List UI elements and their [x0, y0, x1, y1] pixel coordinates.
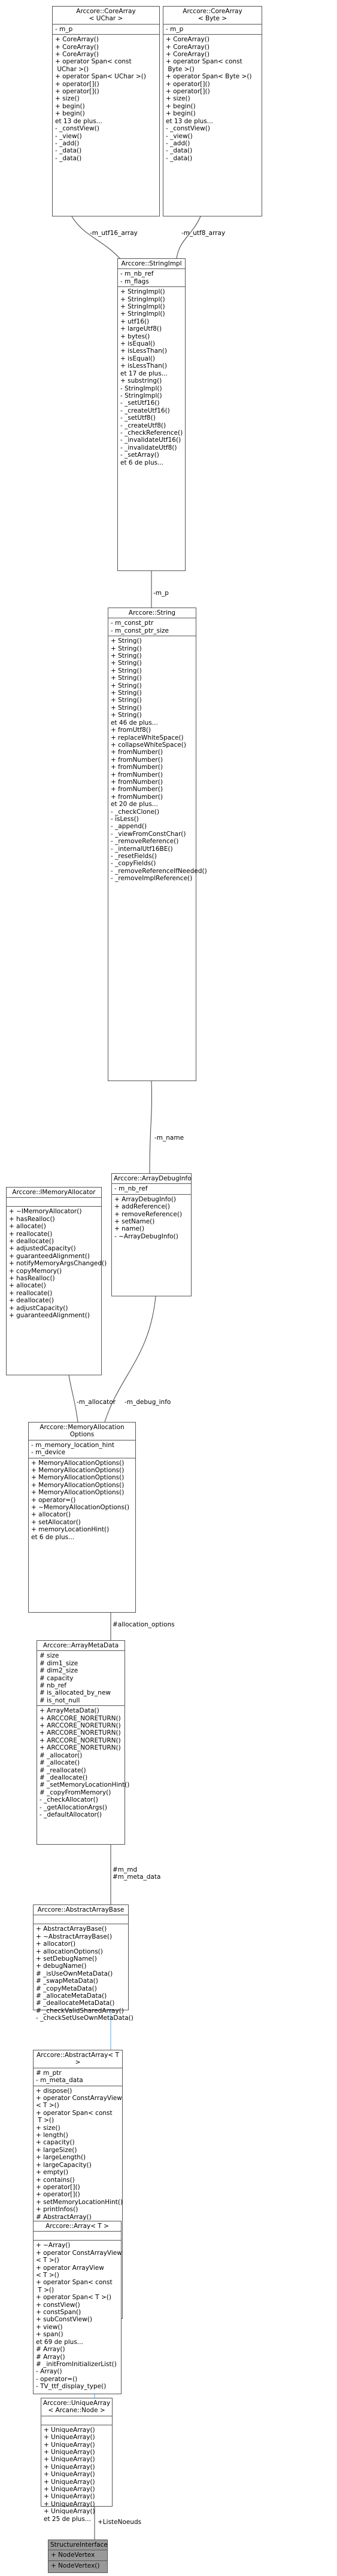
class-methods: + String() + String() + String() + Strin… [111, 637, 207, 883]
edge-m-utf16-array [71, 216, 125, 264]
class-attributes [7, 1198, 101, 1207]
class-methods: + NodeVertex() [51, 2562, 100, 2569]
class-string[interactable]: Arccore::String - m_const_ptr - m_const_… [108, 608, 207, 1081]
edge-label-m-name: -m_name [154, 1134, 184, 1142]
class-attributes: - m_p [53, 25, 159, 35]
class-methods: + CoreArray() + CoreArray() + CoreArray(… [166, 36, 252, 162]
edge-m-name [147, 1081, 153, 1181]
class-methods: + UniqueArray() + UniqueArray() + Unique… [44, 2426, 95, 2523]
class-attributes: - m_nb_ref - m_flags [118, 269, 185, 288]
class-uniquearray[interactable]: Arccore::UniqueArray < Arcane::Node > + … [41, 2398, 113, 2523]
edge-m-utf8-array [173, 216, 201, 266]
class-stringimpl[interactable]: Arccore::StringImpl - m_nb_ref - m_flags… [117, 258, 186, 571]
edge-m-allocator [68, 1375, 81, 1430]
class-title: Arccore::UniqueArray < Arcane::Node > [41, 2398, 112, 2416]
class-title: Arccore::AbstractArrayBase [34, 1905, 128, 1916]
class-structureinterface[interactable]: StructureInterface + NodeVertex + NodeVe… [48, 2540, 108, 2573]
class-methods: + ~Array() + operator ConstArrayView < T… [36, 2242, 122, 2391]
class-title: Arccore::CoreArray < UChar > [53, 7, 159, 25]
class-attributes: # size # dim1_size # dim2_size # capacit… [37, 1651, 125, 1707]
edge-label-listenoeuds: +ListeNoeuds [98, 2519, 142, 2526]
class-attributes: - m_nb_ref [112, 1184, 191, 1195]
class-methods: + ArrayDebugInfo() + addReference() + re… [114, 1195, 183, 1240]
class-title: Arccore::StringImpl [118, 259, 185, 270]
class-title: Arccore::ArrayDebugInfo [112, 1174, 192, 1185]
edge-label-allocation-options: #allocation_options [113, 1621, 175, 1628]
edge-label-m-utf8-array: -m_utf8_array [181, 230, 226, 237]
edge-label-m-allocator: -m_allocator [77, 1399, 116, 1406]
edge-label-m-md: #m_md #m_meta_data [113, 1866, 161, 1881]
class-methods: + ArrayMetaData() + ARCCORE_NORETURN() +… [40, 1707, 130, 1818]
class-arraydebuginfo[interactable]: Arccore::ArrayDebugInfo - m_nb_ref + Arr… [111, 1173, 192, 1296]
class-corearray-byte[interactable]: Arccore::CoreArray < Byte > - m_p + Core… [163, 6, 262, 216]
edge-label-m-utf16-array: -m_utf16_array [90, 230, 138, 237]
class-attributes [41, 2416, 112, 2425]
class-attributes: - m_const_ptr - m_const_ptr_size [108, 618, 196, 637]
class-arraymetadata[interactable]: Arccore::ArrayMetaData # size # dim1_siz… [37, 1640, 130, 1845]
class-attributes [34, 2232, 121, 2241]
class-abstractarraybase[interactable]: Arccore::AbstractArrayBase + AbstractArr… [33, 1904, 133, 2022]
edge-label-m-debug-info: -m_debug_info [125, 1399, 171, 1406]
class-title: Arccore::Array< T > [34, 2221, 121, 2232]
class-title: Arccore::CoreArray < Byte > [163, 7, 262, 25]
class-title: Arccore::MemoryAllocation Options [29, 1423, 135, 1440]
class-memoryallocationoptions[interactable]: Arccore::MemoryAllocation Options - m_me… [28, 1422, 136, 1613]
class-attributes: - m_memory_location_hint - m_device [29, 1440, 135, 1458]
class-title: Arccore::ArrayMetaData [37, 1641, 125, 1652]
class-attributes [34, 1915, 128, 1925]
class-attributes: # m_ptr - m_meta_data [34, 2068, 122, 2086]
class-title: Arccore::String [108, 608, 196, 619]
class-corearray-uchar[interactable]: Arccore::CoreArray < UChar > - m_p + Cor… [52, 6, 160, 216]
class-title: StructureInterface [48, 2540, 108, 2551]
class-methods: + StringImpl() + StringImpl() + StringIm… [120, 288, 183, 466]
class-title: Arccore::AbstractArray< T > [34, 2050, 122, 2068]
class-title: Arccore::IMemoryAllocator [7, 1188, 101, 1198]
class-imemoryallocator[interactable]: Arccore::IMemoryAllocator + ~IMemoryAllo… [6, 1187, 107, 1375]
class-methods: + ~IMemoryAllocator() + hasRealloc() + a… [9, 1208, 107, 1320]
class-methods: + AbstractArrayBase() + ~AbstractArrayBa… [36, 1925, 133, 2022]
class-attributes: + NodeVertex [48, 2550, 107, 2561]
edge-label-m-p: -m_p [153, 590, 169, 597]
class-array[interactable]: Arccore::Array< T > + ~Array() + operato… [33, 2221, 122, 2394]
class-methods: + CoreArray() + CoreArray() + CoreArray(… [55, 36, 146, 162]
class-attributes: - m_p [163, 25, 262, 35]
edge-m-debug-info [101, 1296, 156, 1430]
class-methods: + MemoryAllocationOptions() + MemoryAllo… [31, 1459, 130, 1541]
